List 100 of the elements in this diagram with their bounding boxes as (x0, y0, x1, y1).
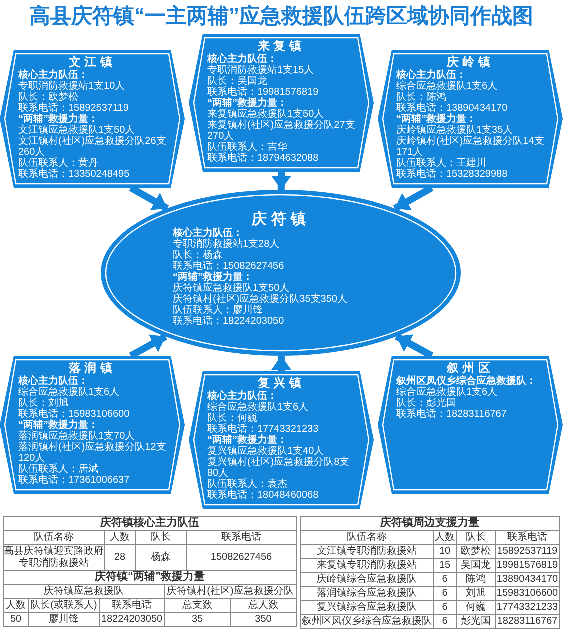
table-text: 人数 (434, 531, 456, 544)
place-name: 复兴镇 (258, 376, 305, 390)
table-text: 欧梦松 (457, 545, 495, 558)
arrow (271, 172, 292, 190)
table-text: 文江镇专职消防救援站 (301, 545, 433, 558)
place-name: 庆岭镇 (447, 55, 494, 69)
info-line: 联系电话：18224203050 (173, 316, 286, 327)
info-line: 文江镇应急救援队1支50人 (18, 125, 136, 136)
table-text: 17743321233 (496, 601, 559, 614)
info-line: 庆岭镇村(社区)应急救援分队14支171人 (396, 136, 544, 158)
info-line: 联系电话：19981576819 (208, 87, 320, 98)
table-text: 何巍 (457, 601, 495, 614)
info-line: 联系电话：15892537119 (18, 103, 130, 114)
table-text: 高县庆符镇迎宾路政府专职消防救援站 (4, 545, 104, 570)
table-text: 联系电话 (100, 599, 164, 612)
info-line: 队伍联系人：唐斌 (18, 464, 100, 475)
info-line: 队伍联系人：吉华 (208, 142, 288, 153)
table-text: 队长 (457, 531, 495, 544)
table-text: 联系电话 (496, 531, 559, 544)
info-line: 联系电话：18048460068 (208, 490, 320, 501)
table-text: 总支数 (165, 599, 230, 612)
table-text: 15983106600 (496, 587, 559, 600)
info-line: “两辅”救援力量： (18, 114, 100, 125)
table-text: 队伍名称 (301, 531, 433, 544)
info-line: 队长：刘旭 (18, 398, 70, 409)
table-text: 350 (231, 613, 296, 626)
table-text: 13890434170 (496, 573, 559, 586)
info-line: 专职消防救援站1支15人 (208, 65, 316, 76)
info-line: 综合应急救援队1支6人 (396, 387, 499, 398)
table-text: 吴国龙 (457, 559, 495, 572)
place-name: 文江镇 (69, 55, 116, 69)
place-name: 来复镇 (258, 39, 305, 53)
table-text: 总人数 (231, 599, 296, 612)
info-line: 专职消防救援站1支28人 (173, 239, 281, 250)
place-name: 落润镇 (69, 361, 116, 375)
info-line: 庆岭镇应急救援队1支35人 (396, 125, 514, 136)
info-line: “两辅”救援力量： (208, 435, 288, 446)
table-text: 10 (434, 545, 456, 558)
info-line: 核心主力队伍： (396, 70, 468, 81)
place-name: 庆符镇 (252, 211, 310, 228)
info-line: 核心主力队伍： (173, 228, 244, 239)
table-text: 庆符镇应急救援队 (4, 585, 164, 598)
info-line: 队长：彭光国 (396, 398, 458, 409)
info-line: 队长：吴国龙 (208, 76, 268, 87)
info-line: 联系电话：18283116767 (396, 409, 508, 420)
table-text: 15 (434, 559, 456, 572)
table-text: 15892537119 (496, 545, 559, 558)
table-text: 陈鸿 (457, 573, 495, 586)
table-text: 队长 (136, 531, 186, 544)
info-line: 核心主力队伍： (208, 54, 278, 65)
table-text: 杨森 (136, 545, 186, 570)
table-text: 6 (434, 573, 456, 586)
table-text: 人数 (4, 599, 28, 612)
info-line: 核心主力队伍： (18, 376, 90, 387)
info-line: 队伍联系人：廖川锋 (173, 305, 264, 316)
table-text: 队伍名称 (4, 531, 104, 544)
info-line: “两辅”救援力量： (173, 272, 254, 283)
diagram-title: 高县庆符镇“一主两辅”应急救援队伍跨区域协同作战图 (28, 4, 534, 30)
table-text: 18224203050 (100, 613, 164, 626)
table-text: 50 (4, 613, 28, 626)
table-text: 庆岭镇综合应急救援队 (301, 573, 433, 586)
table-text: 队长(或联系人) (29, 599, 99, 612)
info-line: 队伍联系人：王建川 (396, 158, 488, 169)
info-line: 专职消防救援站1支10人 (18, 81, 126, 92)
table-text: 联系电话 (187, 531, 296, 544)
table-title: 庆符镇“两辅”救援力量 (4, 571, 296, 584)
table-text: 彭光国 (457, 615, 495, 628)
table-text: 落润镇综合应急救援队 (301, 587, 433, 600)
table-text: 19981576819 (496, 559, 559, 572)
info-line: “两辅”救援力量： (18, 420, 100, 431)
table-text: 人数 (105, 531, 135, 544)
info-line: 联系电话：17743321233 (208, 424, 320, 435)
info-line: 联系电话：17361006637 (18, 475, 131, 486)
info-line: 落润镇村(社区)应急救援分队12支120人 (18, 442, 166, 464)
info-line: 联系电话：18794632088 (208, 153, 320, 164)
table-text: 复兴镇综合应急救援队 (301, 601, 433, 614)
table-text: 来复镇专职消防救援站 (301, 559, 433, 572)
info-line: 来复镇村(社区)应急救援分队27支270人 (208, 120, 356, 142)
info-line: 队长：何巍 (208, 413, 258, 424)
info-line: 落润镇应急救援队1支70人 (18, 431, 136, 442)
place-name: 叙州区 (447, 361, 494, 375)
table-text: 庆符镇村(社区)应急救援分队 (165, 585, 296, 598)
info-line: “两辅”救援力量： (396, 114, 478, 125)
info-line: “两辅”救援力量： (208, 98, 288, 109)
table-text: 15082627456 (187, 545, 296, 570)
info-line: 联系电话：15082627456 (173, 261, 286, 272)
info-line: 综合应急救援队1支6人 (18, 387, 121, 398)
info-line: 复兴镇村(社区)应急救援分队8支80人 (208, 457, 351, 479)
info-line: 庆符镇应急救援队1支50人 (173, 283, 291, 294)
info-line: 队长：陈鸿 (396, 92, 448, 103)
table-text: 28 (105, 545, 135, 570)
info-line: 队长：杨森 (173, 250, 224, 261)
table-text: 叙州区凤仪乡综合应急救援队 (301, 615, 433, 628)
table-text: 35 (165, 613, 230, 626)
table-text: 廖川锋 (29, 613, 99, 626)
info-line: 来复镇应急救援队1支50人 (208, 109, 326, 120)
table-title: 庆符镇核心主力队伍 (4, 517, 296, 530)
table-title: 庆符镇周边支援力量 (301, 517, 559, 530)
info-line: 联系电话：13890434170 (396, 103, 509, 114)
info-line: 队长：欧梦松 (18, 92, 80, 103)
